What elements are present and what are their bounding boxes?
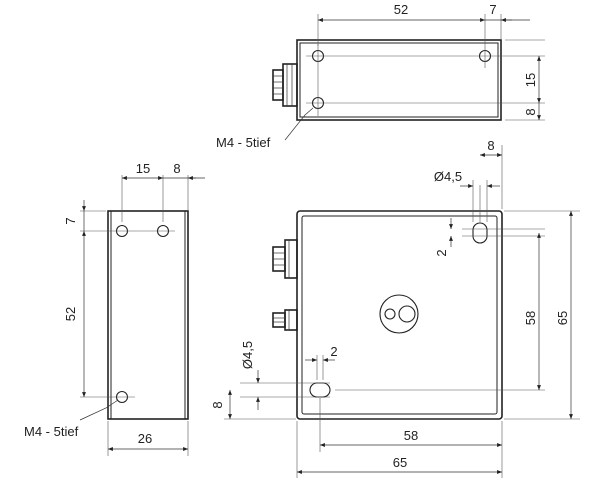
top-view-body xyxy=(296,39,502,121)
front-view-slot-top xyxy=(472,222,488,244)
front-view-connector-upper xyxy=(272,239,298,279)
dim-top-width: 52 xyxy=(394,2,408,17)
side-view-body xyxy=(107,210,189,420)
dim-side-height: 52 xyxy=(63,307,78,321)
thread-label-side: M4 - 5tief xyxy=(24,424,79,439)
dim-front-slot-len-top: 2 xyxy=(434,249,449,256)
dim-front-hole-height: 58 xyxy=(523,311,538,325)
dim-front-hole-dia-bottom: Ø4,5 xyxy=(240,341,255,369)
front-view-slot-bottom xyxy=(309,382,331,398)
dim-front-slot-offset: 8 xyxy=(487,138,494,153)
dim-front-hole-width: 58 xyxy=(404,428,418,443)
dim-front-height: 65 xyxy=(555,311,570,325)
front-view-connector-lower xyxy=(272,309,298,331)
side-view: 15 8 7 52 26 M4 - 5tief xyxy=(24,161,205,456)
dim-side-right-offset: 8 xyxy=(173,161,180,176)
dim-side-spacing: 15 xyxy=(136,161,150,176)
front-view-center-port xyxy=(379,294,419,334)
front-view: 8 Ø4,5 2 58 65 Ø4,5 2 8 5 xyxy=(210,138,580,478)
thread-label-top: M4 - 5tief xyxy=(216,135,271,150)
dim-top-bottom-offset: 8 xyxy=(523,108,538,115)
front-view-inner-edge xyxy=(301,215,498,415)
top-view: 52 7 15 8 M4 - 5tief xyxy=(216,2,545,150)
top-view-connector xyxy=(272,63,298,107)
dim-front-hole-dia-top: Ø4,5 xyxy=(434,169,462,184)
dim-front-slot-len-bottom: 2 xyxy=(330,344,337,359)
dim-side-depth: 26 xyxy=(138,431,152,446)
dim-top-right-offset: 7 xyxy=(489,2,496,17)
dim-side-top-offset: 7 xyxy=(63,217,78,224)
dim-front-width: 65 xyxy=(393,455,407,470)
dim-top-height: 15 xyxy=(523,73,538,87)
dim-front-left-offset: 8 xyxy=(210,401,225,408)
top-view-inner-edge xyxy=(299,42,499,118)
